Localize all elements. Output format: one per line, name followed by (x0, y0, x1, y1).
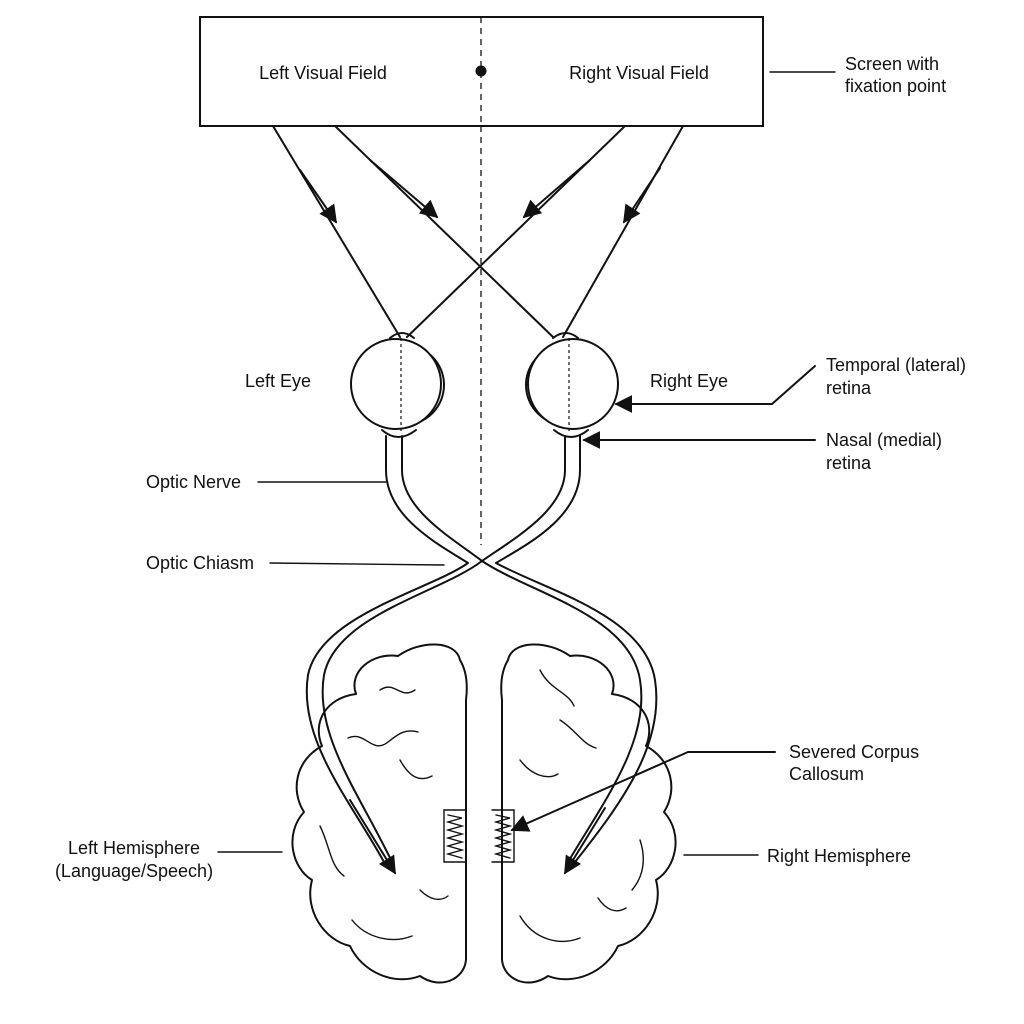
cc-left-zigzag (445, 814, 465, 859)
right-visual-field-label: Right Visual Field (569, 63, 709, 83)
light-rays (272, 125, 684, 338)
left-optic-tract-outer (305, 435, 469, 863)
right-eye (525, 332, 619, 438)
optic-chiasm-leader (269, 562, 445, 566)
right-eye-nerve-stub (553, 429, 589, 438)
screen-label-line1: Screen with (845, 54, 939, 74)
ray-right-outer (562, 125, 684, 338)
left-gyrus-5 (351, 919, 413, 941)
ray-left-inner-arrow (369, 159, 439, 219)
left-gyrus-3 (399, 759, 433, 780)
left-eye (350, 332, 445, 438)
right-eye-label: Right Eye (650, 371, 728, 391)
left-eye-label: Left Eye (245, 371, 311, 391)
fixation-point (475, 65, 487, 77)
ray-right-outer-arrow (623, 167, 661, 224)
left-hemisphere-label-line2: (Language/Speech) (55, 861, 213, 881)
severed-corpus-callosum (443, 809, 515, 863)
right-gyrus-1 (539, 669, 575, 707)
right-gyrus-6 (597, 897, 627, 912)
screen: Left Visual Field Right Visual Field (199, 16, 764, 127)
right-gyrus-5 (519, 915, 581, 942)
left-eye-nerve-stub (381, 429, 417, 438)
ray-left-outer (272, 125, 401, 338)
brain (291, 643, 677, 984)
right-gyrus-2 (559, 719, 597, 749)
cc-right-zigzag (493, 814, 513, 859)
temporal-label-line2: retina (826, 378, 872, 398)
optic-nerve-label: Optic Nerve (146, 472, 241, 492)
severed-leader (510, 751, 776, 832)
left-gyrus-6 (419, 889, 449, 901)
temporal-leader (614, 365, 816, 413)
right-eye-cornea (552, 332, 579, 339)
left-hemisphere-label-line1: Left Hemisphere (68, 838, 200, 858)
left-gyrus-4 (319, 825, 345, 877)
right-eye-globe (527, 338, 619, 430)
temporal-label-line1: Temporal (lateral) (826, 355, 966, 375)
severed-label-line2: Callosum (789, 764, 864, 784)
left-hemisphere (291, 643, 468, 984)
right-gyrus-3 (519, 759, 559, 778)
ray-left-inner (334, 125, 554, 338)
optic-chiasm-label: Optic Chiasm (146, 553, 254, 573)
left-eye-globe (350, 338, 442, 430)
left-tract-arrow (349, 799, 396, 875)
left-eye-cornea (389, 332, 415, 339)
screen-label-line2: fixation point (845, 76, 946, 96)
right-tract-arrow (564, 807, 606, 875)
nasal-label-line1: Nasal (medial) (826, 430, 942, 450)
ray-right-inner-arrow (522, 159, 591, 219)
right-hemisphere-label: Right Hemisphere (767, 846, 911, 866)
screen-callout: Screen with fixation point (769, 54, 946, 96)
severed-label-line1: Severed Corpus (789, 742, 919, 762)
ray-left-outer-arrow (299, 169, 338, 224)
callout-leaders (217, 365, 816, 856)
right-optic-tract-outer (495, 435, 658, 863)
nasal-label-line2: retina (826, 453, 872, 473)
optic-pathways (305, 435, 658, 875)
left-visual-field-label: Left Visual Field (259, 63, 387, 83)
right-gyrus-4 (631, 839, 644, 891)
ray-right-inner (406, 125, 626, 338)
left-gyrus-2 (347, 730, 419, 747)
right-optic-tract-inner (481, 435, 643, 863)
left-gyrus-1 (379, 686, 416, 694)
left-optic-tract-inner (321, 435, 483, 863)
right-hemisphere (500, 643, 677, 984)
